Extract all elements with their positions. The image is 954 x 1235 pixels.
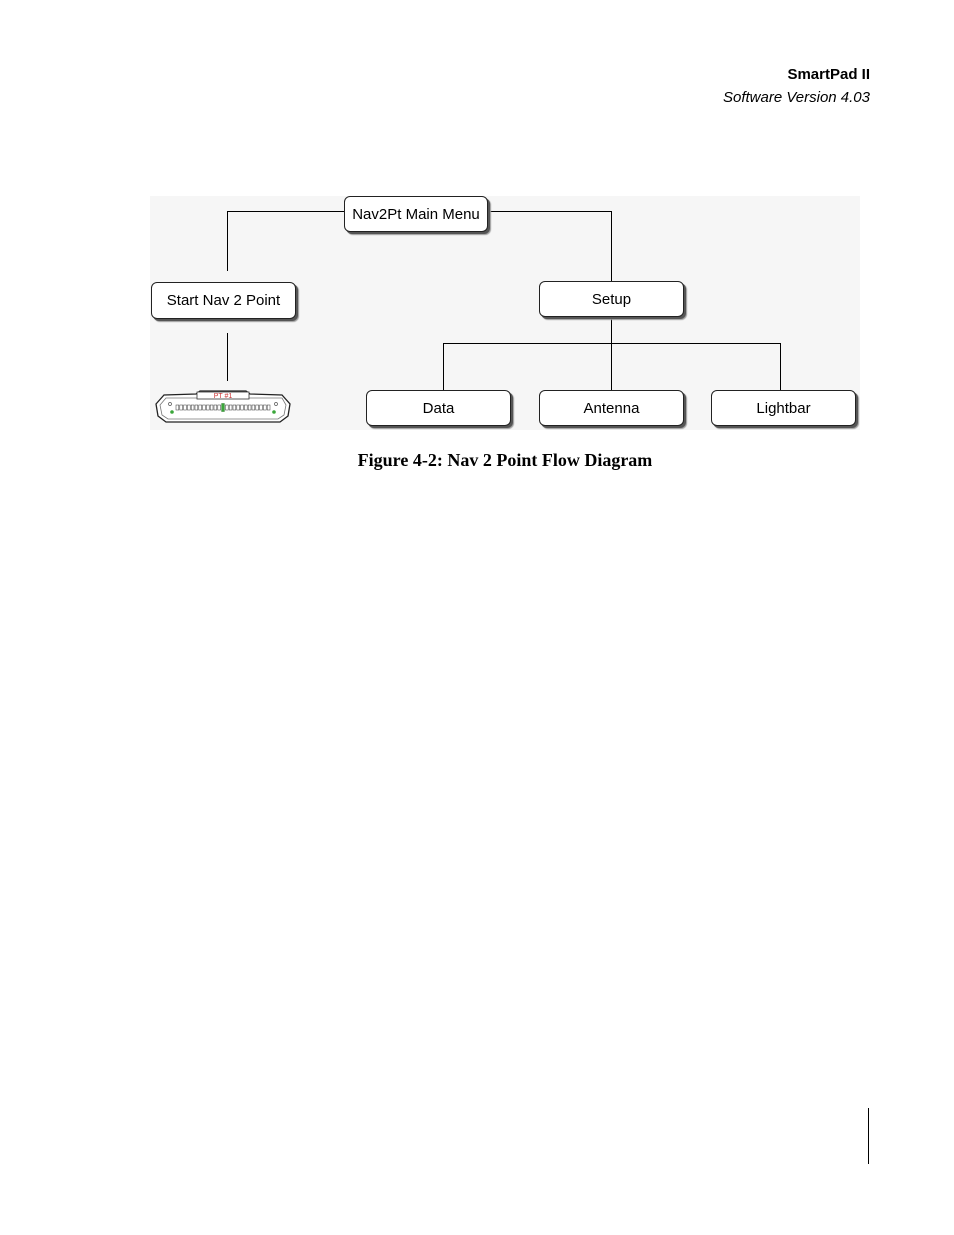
lightbar-segment	[175, 404, 180, 411]
lightbar-led-top-right	[274, 402, 278, 406]
lightbar-segment	[259, 404, 263, 411]
flow-diagram: Nav2Pt Main Menu Start Nav 2 Point Setup…	[150, 194, 860, 430]
lightbar-display	[196, 391, 250, 400]
lightbar-segment	[217, 404, 221, 411]
page-margin-rule	[868, 1108, 869, 1164]
connector-setup-down	[611, 318, 612, 390]
node-lightbar: Lightbar	[711, 390, 856, 426]
node-antenna: Antenna	[539, 390, 684, 426]
lightbar-segment	[190, 404, 195, 411]
connector-main-left	[227, 211, 344, 212]
figure-caption: Figure 4-2: Nav 2 Point Flow Diagram	[357, 450, 653, 470]
connector-lightbar-drop	[780, 343, 781, 390]
connector-data-drop	[443, 343, 444, 390]
node-main-menu: Nav2Pt Main Menu	[344, 196, 488, 232]
lightbar-device-icon: PT #1	[155, 390, 291, 423]
lightbar-segment	[240, 404, 244, 411]
lightbar-segment	[179, 404, 183, 411]
lightbar-segment	[198, 404, 202, 411]
connector-left-drop	[227, 211, 228, 271]
lightbar-segment	[202, 404, 206, 411]
lightbar-segment	[183, 404, 187, 411]
lightbar-led-bottom-right	[272, 410, 276, 414]
lightbar-segment	[209, 404, 214, 411]
lightbar-segment	[251, 404, 256, 411]
lightbar-segment	[225, 404, 229, 411]
node-setup: Setup	[539, 281, 684, 317]
lightbar-segment	[247, 404, 252, 411]
connector-setup-horizontal	[443, 343, 781, 344]
lightbar-segment	[232, 404, 237, 411]
lightbar-segment	[244, 404, 248, 411]
lightbar-segment	[187, 404, 191, 411]
lightbar-segment	[255, 404, 259, 411]
lightbar-segment	[221, 403, 225, 412]
lightbar-segment	[228, 404, 233, 411]
lightbar-segment	[263, 404, 267, 411]
lightbar-display-text: PT #1	[214, 393, 233, 400]
lightbar-segment	[213, 404, 218, 411]
lightbar-segment	[266, 404, 271, 411]
connector-right-drop	[611, 211, 612, 281]
lightbar-segments	[175, 403, 271, 412]
lightbar-led-top-left	[168, 402, 172, 406]
lightbar-led-bottom-left	[170, 410, 174, 414]
node-start-nav-2-point: Start Nav 2 Point	[151, 282, 296, 319]
lightbar-segment	[236, 404, 240, 411]
document-title: SmartPad II	[787, 66, 870, 83]
lightbar-segment	[206, 404, 210, 411]
connector-main-right	[488, 211, 612, 212]
software-version: Software Version 4.03	[722, 89, 870, 106]
lightbar-segment	[194, 404, 199, 411]
connector-start-to-lightbar	[227, 333, 228, 381]
node-data: Data	[366, 390, 511, 426]
